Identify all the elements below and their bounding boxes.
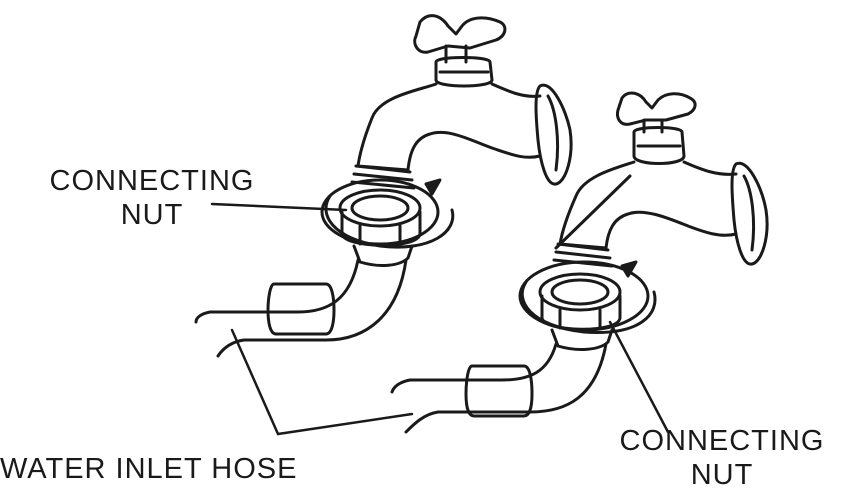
faucet-left-bonnet	[434, 56, 494, 88]
faucet-left-body	[356, 82, 542, 172]
hose-left-ferrule	[266, 282, 336, 336]
nut-right	[518, 260, 657, 351]
faucet-right-bonnet	[632, 126, 686, 165]
faucet-right	[552, 91, 769, 268]
faucet-left-flange	[534, 83, 573, 186]
label-connecting-nut-right-line1: CONNECTING	[619, 425, 825, 457]
label-connecting-nut-right-line2: NUT	[690, 459, 754, 491]
leader-hose-left	[230, 328, 280, 436]
label-connecting-nut-left: CONNECTING NUT	[28, 164, 276, 232]
label-connecting-nut-left-line2: NUT	[120, 199, 184, 231]
leader-nut-left	[210, 202, 348, 212]
hose-right-ferrule	[464, 364, 534, 418]
label-connecting-nut-right: CONNECTING NUT	[598, 424, 845, 492]
leader-nut-right	[608, 320, 670, 434]
faucet-right-handle	[616, 91, 697, 126]
label-connecting-nut-left-line1: CONNECTING	[49, 165, 255, 197]
faucet-right-body	[558, 160, 738, 250]
leader-hose-right	[276, 412, 414, 436]
leader-lines	[210, 202, 670, 436]
faucet-right-flange	[730, 161, 769, 266]
faucet-left-handle	[413, 14, 507, 54]
hose-left	[194, 258, 408, 358]
hose-right	[390, 342, 608, 434]
label-water-inlet-hose: WATER INLET HOSE	[0, 453, 298, 485]
faucet-left	[350, 14, 573, 190]
nut-left	[320, 178, 455, 267]
